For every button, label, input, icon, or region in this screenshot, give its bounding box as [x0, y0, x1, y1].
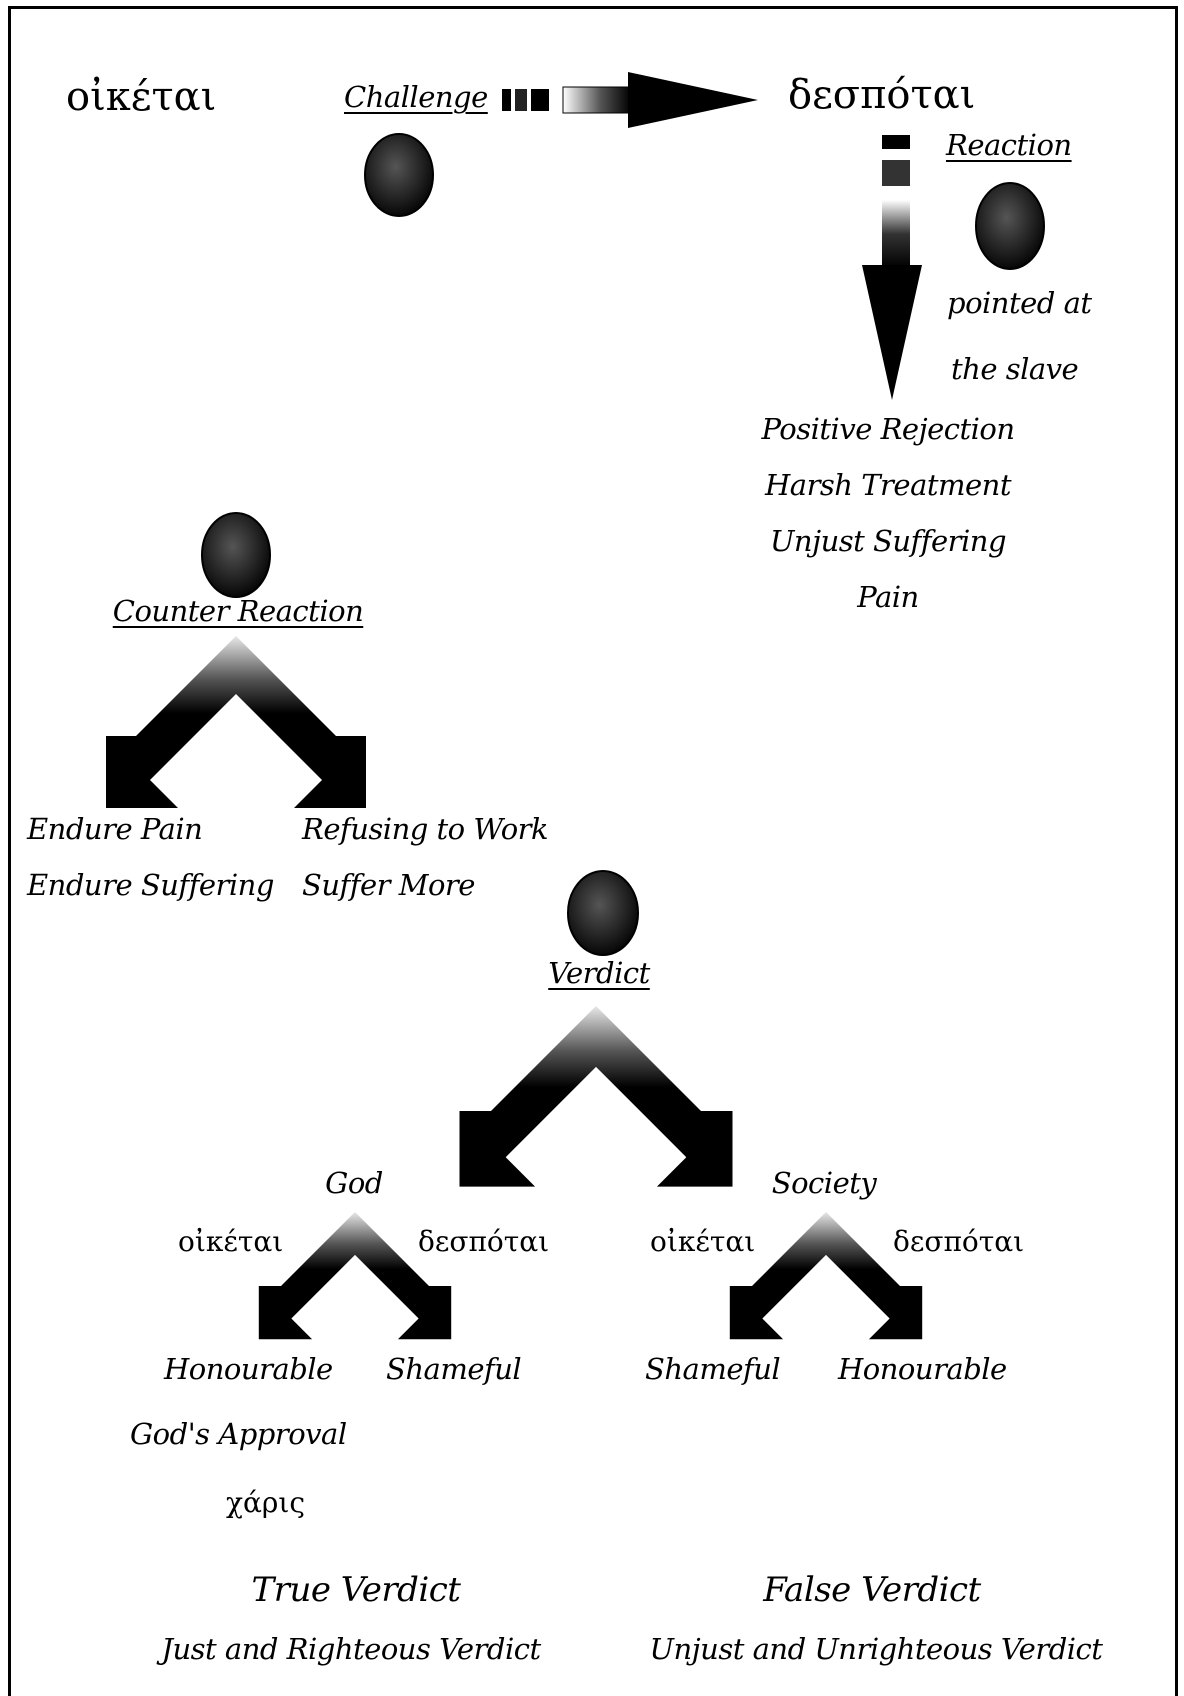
true-verdict-title: True Verdict [251, 1570, 461, 1610]
god-left-term: οἰκέται [178, 1225, 284, 1258]
right-arrow-icon [502, 72, 758, 128]
challenge-label: Challenge [344, 80, 488, 114]
reaction-note-line: pointed at [947, 286, 1092, 320]
counter-left-item: Endure Suffering [27, 868, 274, 902]
god-left-result: Honourable [164, 1352, 333, 1386]
false-verdict-title: False Verdict [763, 1570, 981, 1610]
society-label: Society [771, 1166, 877, 1200]
god-extra-greek: χάρις [226, 1486, 305, 1519]
reaction-label: Reaction [946, 128, 1072, 162]
false-verdict-subtitle: Unjust and Unrighteous Verdict [649, 1632, 1103, 1666]
reaction-result: Unjust Suffering [769, 524, 1007, 558]
reaction-note-line: the slave [951, 352, 1079, 386]
god-right-result: Shameful [386, 1352, 522, 1386]
verdict-label: Verdict [548, 956, 650, 990]
counter-reaction-label: Counter Reaction [112, 594, 364, 628]
society-right-result: Honourable [838, 1352, 1007, 1386]
split-arrow-icon [258, 1212, 452, 1340]
society-left-result: Shameful [645, 1352, 781, 1386]
left-term: οἰκέται [66, 74, 217, 120]
split-arrow-icon [459, 1006, 733, 1187]
counter-right-item: Suffer More [302, 868, 475, 902]
counter-left-item: Endure Pain [27, 812, 203, 846]
right-term: δεσπόται [788, 72, 976, 118]
reaction-result: Pain [857, 580, 919, 614]
step-4-badge-icon [567, 870, 639, 956]
true-verdict-subtitle: Just and Righteous Verdict [161, 1632, 541, 1666]
god-label: God [325, 1166, 383, 1200]
page-frame [8, 6, 1178, 1696]
counter-right-item: Refusing to Work [302, 812, 549, 846]
god-extra: God's Approval [130, 1417, 347, 1451]
step-2-badge-icon [975, 182, 1045, 270]
society-left-term: οἰκέται [650, 1225, 756, 1258]
split-arrow-icon [729, 1212, 923, 1340]
reaction-result: Positive Rejection [761, 412, 1015, 446]
reaction-result: Harsh Treatment [764, 468, 1012, 502]
split-arrow-icon [106, 636, 366, 808]
down-arrow-icon [862, 135, 922, 400]
step-1-badge-icon [364, 133, 434, 217]
god-right-term: δεσπόται [418, 1225, 550, 1258]
step-3-badge-icon [201, 512, 271, 598]
society-right-term: δεσπόται [893, 1225, 1025, 1258]
